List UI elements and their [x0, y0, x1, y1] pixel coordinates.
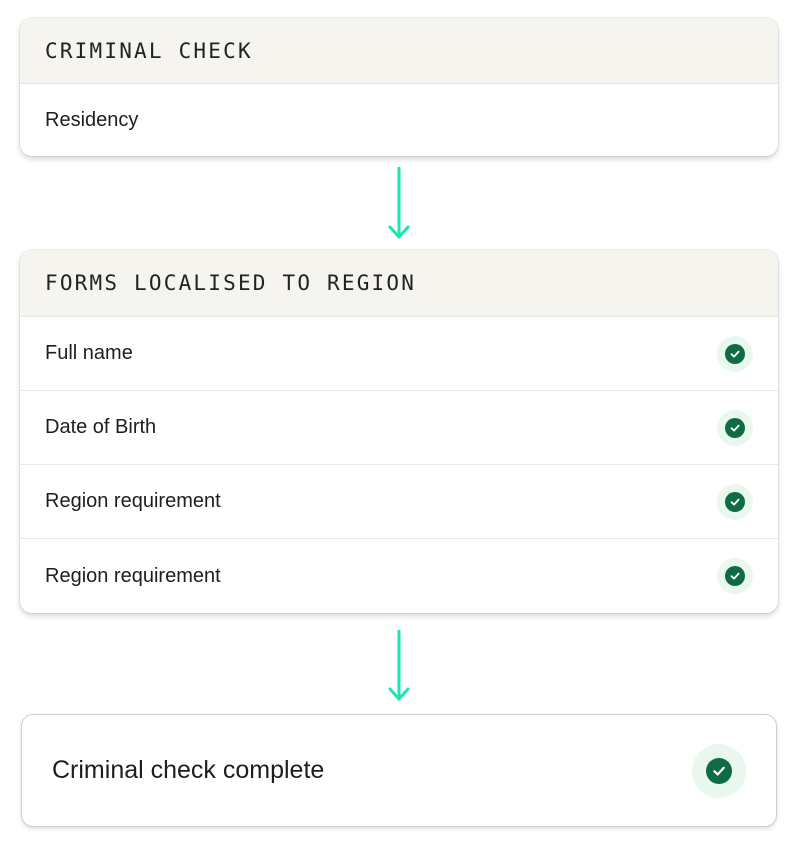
arrow-down-icon	[388, 630, 410, 701]
result-card: Criminal check complete	[21, 714, 777, 827]
list-item: Full name	[20, 317, 778, 391]
check-circle-icon	[692, 743, 746, 798]
list-item: Residency	[20, 84, 778, 156]
row-label: Full name	[45, 342, 133, 364]
arrow-down-icon	[388, 167, 410, 239]
check-circle-icon	[717, 335, 753, 372]
card-title: CRIMINAL CHECK	[45, 38, 253, 63]
card-header: CRIMINAL CHECK	[20, 18, 778, 84]
row-label: Region requirement	[45, 490, 221, 512]
forms-card: FORMS LOCALISED TO REGION Full name Date…	[20, 250, 778, 613]
card-header: FORMS LOCALISED TO REGION	[20, 250, 778, 317]
result-label: Criminal check complete	[52, 756, 325, 784]
criminal-check-card: CRIMINAL CHECK Residency	[20, 18, 778, 156]
card-title: FORMS LOCALISED TO REGION	[45, 271, 417, 295]
check-circle-icon	[717, 558, 753, 594]
list-item: Region requirement	[20, 539, 778, 613]
list-item: Region requirement	[20, 465, 778, 539]
list-item: Date of Birth	[20, 391, 778, 465]
check-circle-icon	[717, 409, 753, 446]
row-label: Region requirement	[45, 564, 221, 587]
check-circle-icon	[717, 483, 753, 520]
row-label: Date of Birth	[45, 416, 157, 438]
row-label: Residency	[45, 108, 139, 131]
